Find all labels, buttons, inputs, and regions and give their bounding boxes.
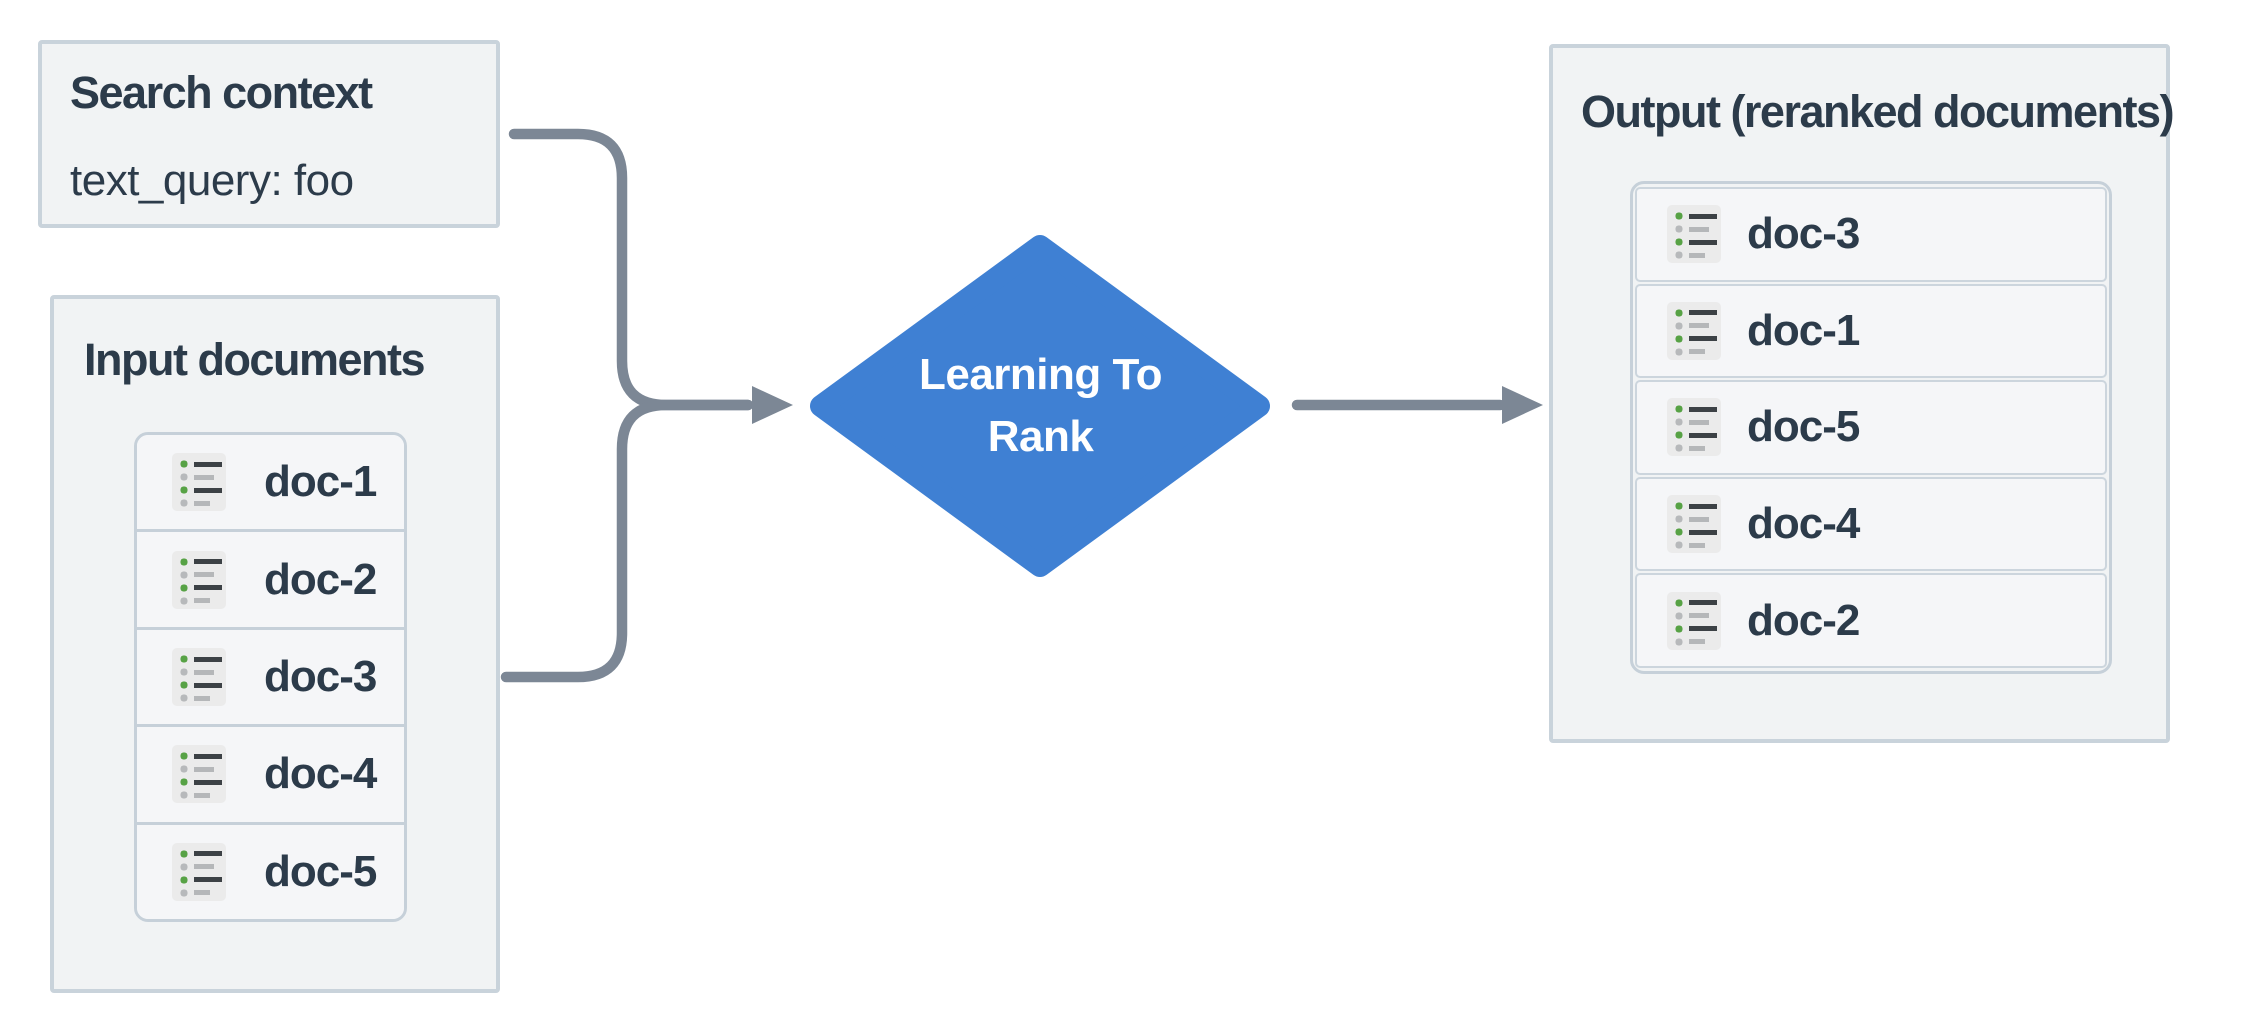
input-documents-connector [500, 399, 754, 683]
search-context-connector [508, 128, 754, 411]
ltr-label-line2: Rank [987, 412, 1094, 461]
output-documents-title: Output (reranked documents) [1581, 86, 2175, 137]
ltr-diamond-label: Learning To Rank [808, 232, 1273, 580]
search-context-query: text_query: foo [70, 156, 354, 205]
doc-list-icon [1667, 495, 1721, 554]
doc-list-icon [172, 648, 226, 707]
ltr-diamond-shape [810, 235, 1270, 577]
input-documents-list: doc-1 doc-2 doc-3 doc-4 doc-5 [134, 432, 407, 922]
output-arrowhead-icon [1502, 386, 1543, 424]
merge-arrowhead-icon [752, 386, 793, 424]
doc-label: doc-2 [1747, 595, 1860, 645]
search-context-box: Search context text_query: foo [38, 40, 500, 228]
search-context-title: Search context [70, 67, 373, 118]
doc-list-icon [172, 745, 226, 804]
doc-row: doc-3 [137, 626, 404, 725]
output-documents-list: doc-3 doc-1 doc-5 doc-4 doc-2 [1630, 181, 2112, 674]
doc-list-icon [1667, 398, 1721, 457]
doc-row: doc-4 [1635, 476, 2107, 572]
doc-list-icon [1667, 591, 1721, 650]
doc-row: doc-4 [137, 724, 404, 822]
output-documents-box: Output (reranked documents) doc-3 doc-1 … [1549, 44, 2175, 743]
doc-list-icon [172, 453, 226, 512]
doc-label: doc-5 [1747, 402, 1860, 452]
doc-label: doc-3 [264, 652, 377, 702]
input-documents-box: Input documents doc-1 doc-2 doc-3 doc-4 … [50, 295, 500, 993]
doc-row: doc-2 [137, 529, 404, 627]
doc-row: doc-1 [1635, 283, 2107, 379]
doc-list-icon [172, 842, 226, 901]
ltr-label-line1: Learning To [918, 350, 1163, 399]
input-documents-title: Input documents [84, 334, 425, 385]
doc-row: doc-3 [1635, 187, 2107, 282]
doc-row: doc-2 [1635, 573, 2107, 668]
doc-row: doc-5 [1635, 380, 2107, 475]
doc-row: doc-5 [137, 821, 404, 919]
doc-list-icon [172, 550, 226, 609]
doc-label: doc-1 [1747, 305, 1860, 355]
doc-label: doc-5 [264, 846, 377, 896]
doc-label: doc-3 [1747, 209, 1860, 259]
doc-list-icon [1667, 205, 1721, 264]
doc-list-icon [1667, 301, 1721, 360]
doc-row: doc-1 [137, 435, 404, 530]
doc-label: doc-4 [264, 749, 377, 799]
doc-label: doc-2 [264, 554, 377, 604]
doc-label: doc-4 [1747, 499, 1860, 549]
doc-label: doc-1 [264, 457, 377, 507]
